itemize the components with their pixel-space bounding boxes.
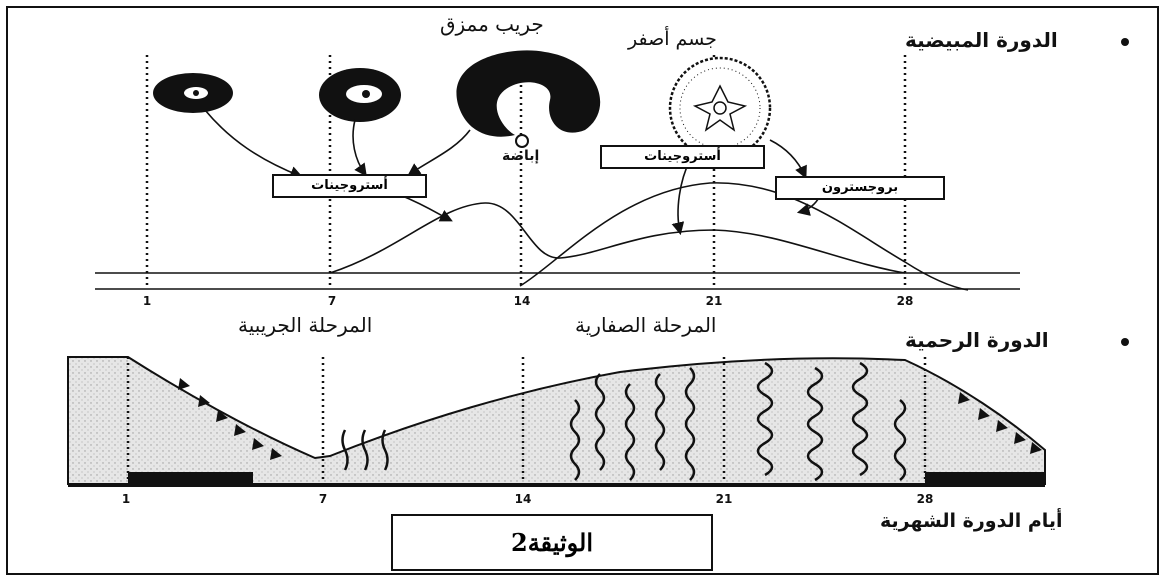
tick-top-1: 1	[142, 294, 152, 308]
tick-bottom-7: 7	[318, 492, 328, 506]
tick-top-14: 14	[513, 294, 531, 308]
tick-top-7: 7	[327, 294, 337, 308]
uterine-glands	[341, 361, 907, 482]
ruptured-follicle-label: جريب ممزق	[440, 12, 544, 36]
bullet-ovarian	[1121, 38, 1129, 46]
corpus-luteum-icon	[668, 56, 772, 160]
tick-bottom-1: 1	[121, 492, 131, 506]
corpus-luteum-label: جسم أصفر	[628, 28, 717, 50]
ovarian-cycle-title: الدورة المبيضية	[905, 28, 1058, 52]
progesterone-box: بروجسترون	[775, 176, 945, 200]
basal-band-left	[128, 472, 253, 484]
basal-band-right	[925, 472, 1045, 484]
tick-top-21: 21	[705, 294, 723, 308]
follicular-phase-label: المرحلة الجريبية	[238, 313, 373, 337]
document-label-box: الوثيقة2	[391, 514, 713, 571]
hormone-baseline	[95, 272, 1020, 290]
day-gridlines-top	[145, 55, 907, 288]
ovulation-label: إباضة	[502, 148, 540, 164]
luteal-phase-label: المرحلة الصفارية	[575, 313, 717, 337]
progesterone-curve	[519, 182, 969, 291]
estrogen-box-left: أستروجينات	[272, 174, 427, 198]
tick-bottom-14: 14	[514, 492, 532, 506]
primary-follicle-icon	[153, 73, 233, 113]
ruptured-follicle-icon	[456, 50, 601, 148]
uterine-cycle-title: الدورة الرحمية	[905, 328, 1049, 352]
tick-bottom-28: 28	[916, 492, 934, 506]
axis-label-days: أيام الدورة الشهرية	[880, 510, 1063, 532]
endometrium	[67, 356, 1046, 485]
secondary-follicle-icon	[319, 68, 401, 122]
estrogen-box-right: أستروجينات	[600, 145, 765, 169]
menstrual-drops	[178, 378, 1042, 460]
document-label: الوثيقة2	[510, 528, 593, 557]
tick-top-28: 28	[896, 294, 914, 308]
bullet-uterine	[1121, 338, 1129, 346]
tick-bottom-21: 21	[715, 492, 733, 506]
